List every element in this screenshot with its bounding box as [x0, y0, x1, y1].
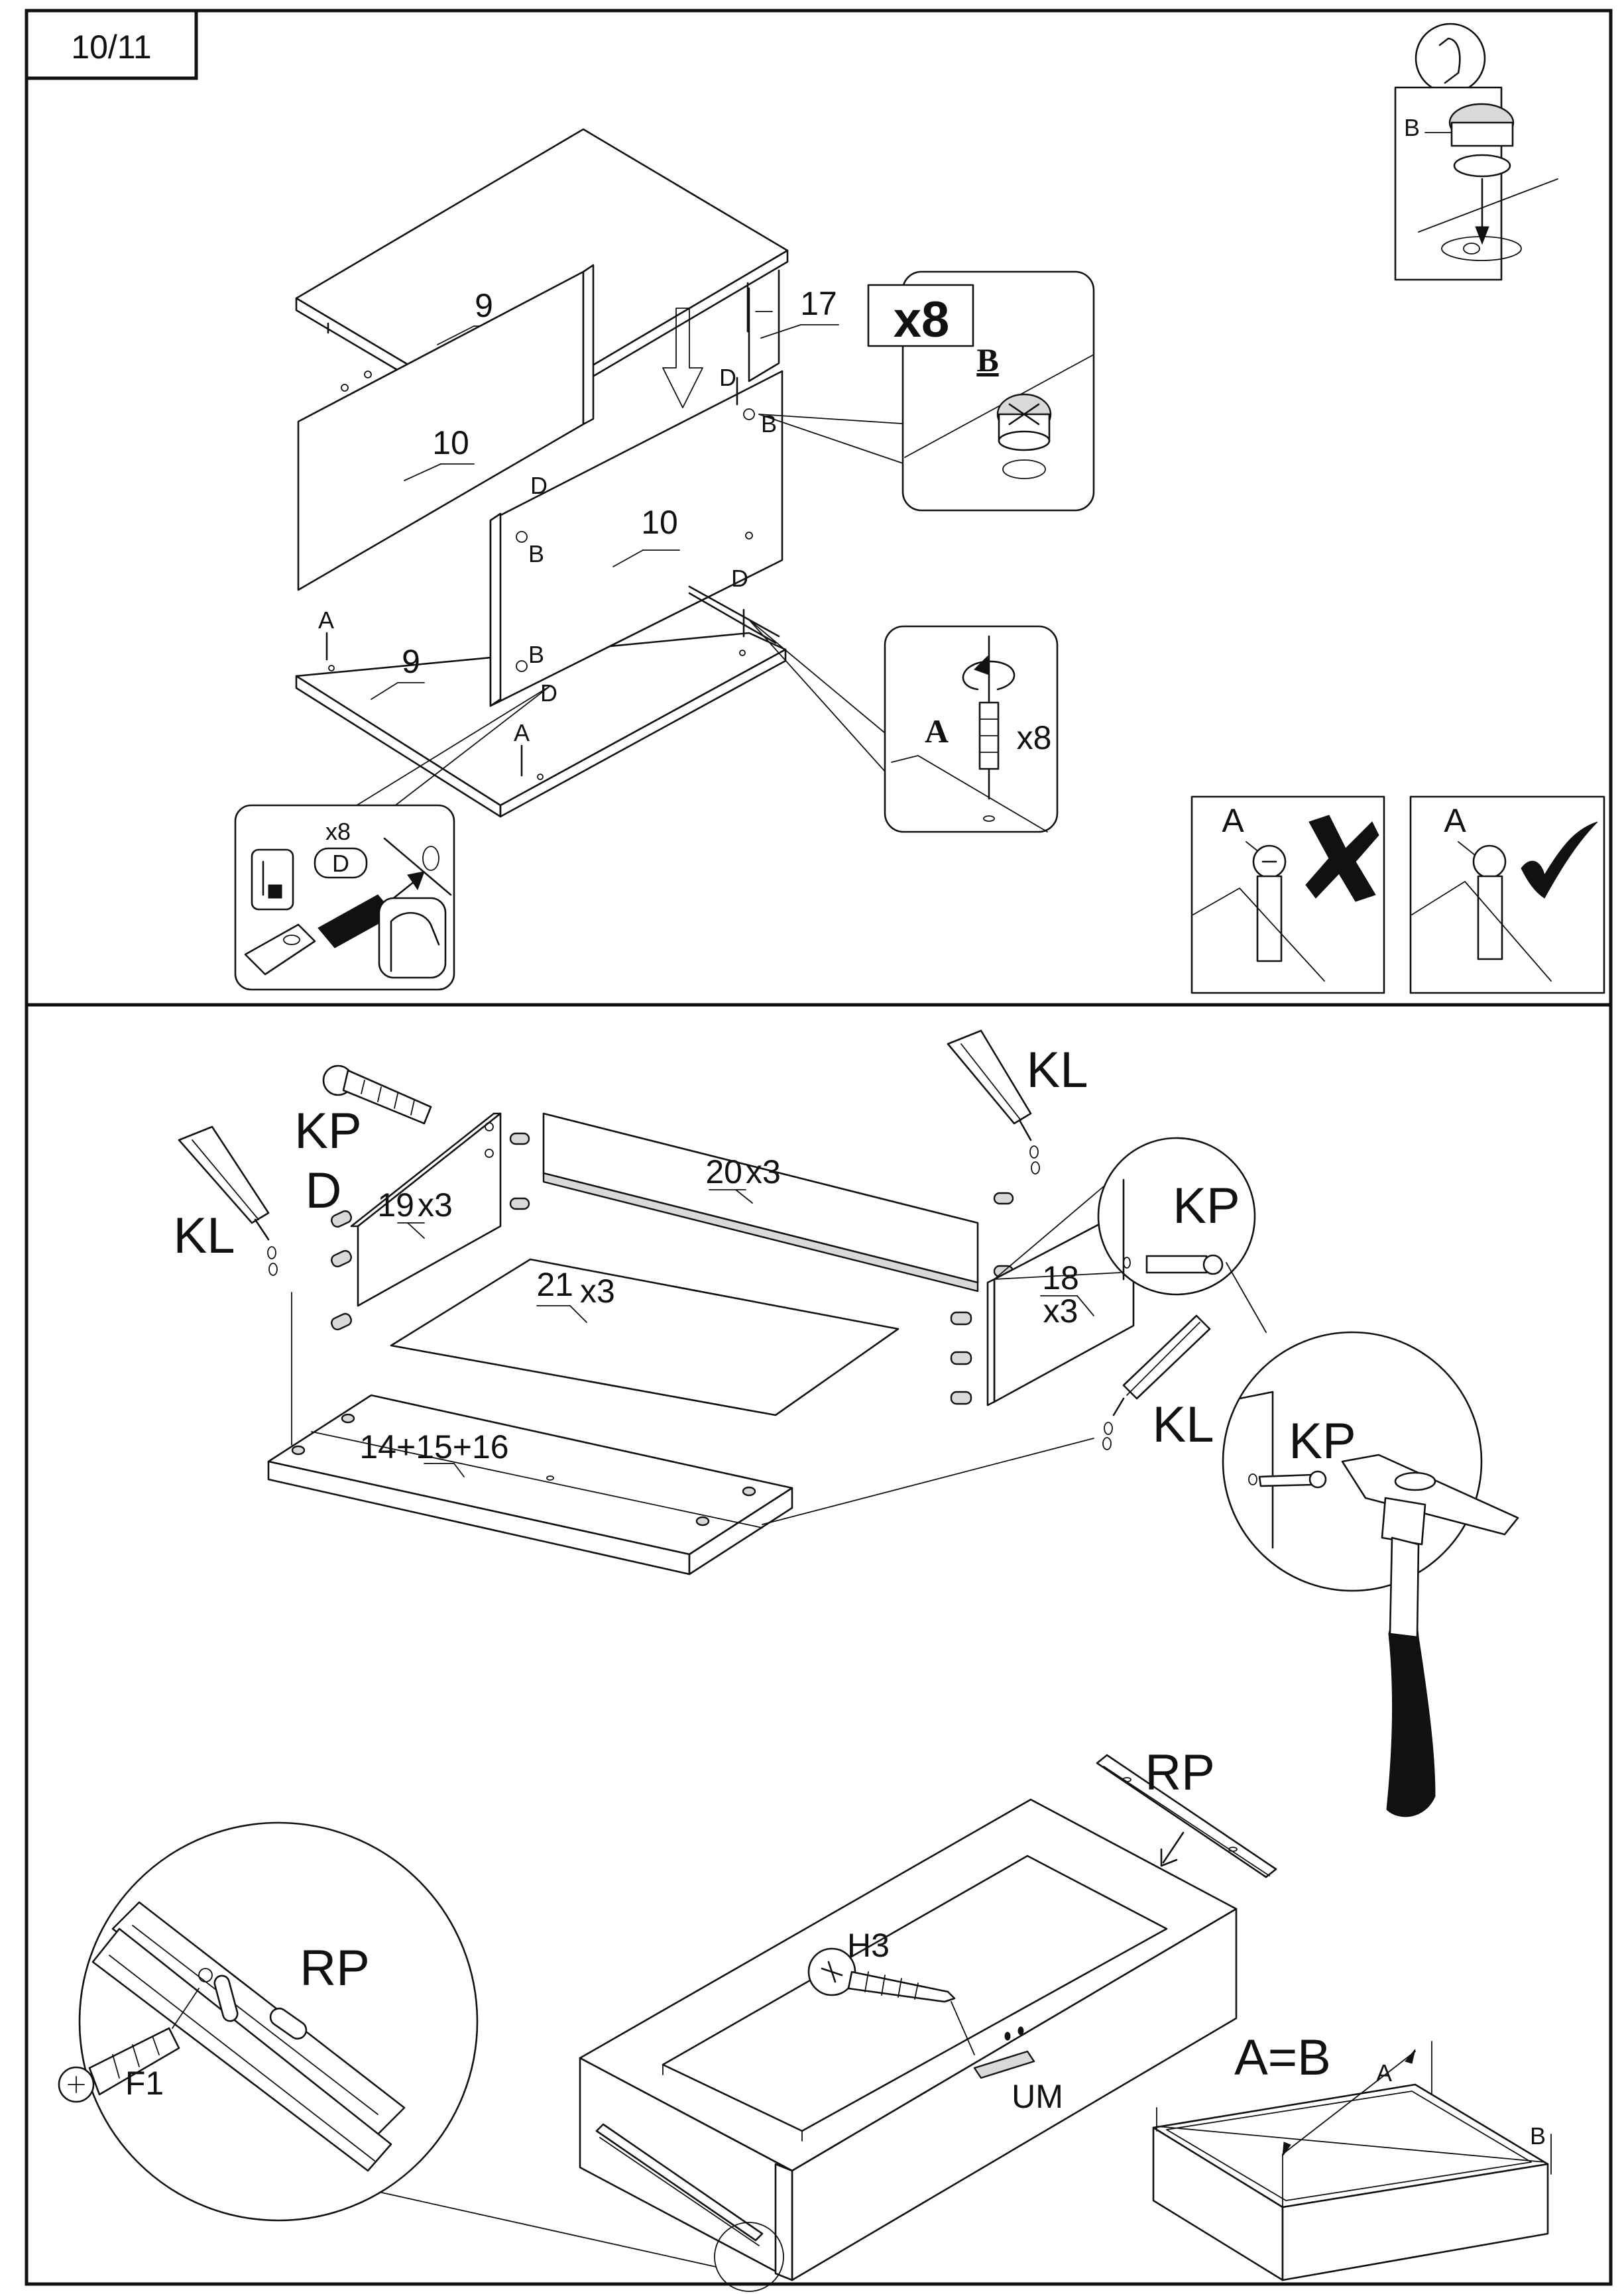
- drawer-back-number: 20: [705, 1153, 742, 1190]
- bolt-callout-part: A: [925, 713, 949, 750]
- bolt-quantity: x8: [1017, 719, 1052, 756]
- hand-tool-icon: [1415, 23, 1486, 94]
- drawer-bottom-number: 21: [536, 1266, 573, 1303]
- check-right-bolt: A: [1409, 795, 1605, 994]
- dowel-callout-part: D: [332, 850, 349, 877]
- drawer-assembly-diagram: 19 x3 20 x3 21 x3 14+15+16: [174, 1029, 1519, 1817]
- kp-screw-icon: [322, 1064, 432, 1125]
- top-panel-label: 9: [475, 287, 493, 324]
- drawer-side-right-qty: x3: [1043, 1292, 1078, 1330]
- back-panel-label: 17: [800, 285, 837, 322]
- handle-icon: [973, 2050, 1035, 2079]
- rail-label-top: RP: [1145, 1745, 1215, 1801]
- drawer-front-number: 14+15+16: [359, 1428, 508, 1465]
- glue-bottle-icon: [251, 848, 294, 911]
- screw-label: H3: [847, 1927, 890, 1964]
- drawer-side-left-number: 19: [377, 1186, 414, 1224]
- cam-callout-part: B: [976, 341, 998, 378]
- wood-screw-icon: [807, 1947, 956, 2003]
- dowel-quantity: x8: [325, 818, 351, 845]
- glue-tube-icon-3: [1102, 1314, 1211, 1450]
- cross-icon: [1305, 815, 1379, 902]
- bottom-panel-label: 9: [402, 643, 420, 680]
- dowel-label-2: D: [530, 472, 548, 499]
- callout-bolt-fitting: A x8: [748, 619, 1059, 833]
- carcass-assembly-diagram: 9 17 10 9 10: [295, 128, 839, 818]
- kp-label-3: KP: [1289, 1413, 1356, 1469]
- callout-cam-fitting: x8 B: [758, 270, 1095, 512]
- left-side-label: 10: [432, 424, 469, 461]
- diagonal-a-label: A: [1376, 2059, 1392, 2087]
- hammer-zoom-circle: KP: [1222, 1262, 1519, 1592]
- wrong-bolt-part: A: [1222, 802, 1244, 839]
- bolt-label-1: A: [318, 606, 334, 634]
- glue-tube-icon-2: [947, 1029, 1040, 1175]
- drawer-side-right-number: 18: [1042, 1259, 1079, 1296]
- hammer-icon: [1341, 1454, 1519, 1536]
- rail-icon: [1096, 1754, 1277, 1878]
- euro-screw-icon: [58, 1988, 200, 2103]
- euro-screw-label: F1: [125, 2065, 164, 2102]
- callout-dowel-fitting: x8 D: [234, 685, 551, 991]
- checkmark-icon: [1521, 821, 1598, 899]
- glue-tube-icon-1: [178, 1125, 278, 1276]
- handle-label: UM: [1012, 2078, 1063, 2115]
- cam-label-3: B: [528, 641, 544, 668]
- dowel-label-1: D: [719, 364, 736, 391]
- page-number: 10/11: [71, 29, 151, 66]
- dowel-label-drawer: D: [306, 1163, 342, 1219]
- check-wrong-bolt: A: [1190, 795, 1385, 994]
- page-frame: 10/11: [25, 9, 1613, 2286]
- dowel-label-4: D: [540, 679, 557, 707]
- dowel-label-3: D: [731, 565, 748, 592]
- drawer-back-qty: x3: [746, 1153, 781, 1190]
- tip-cam-lock: B: [1394, 23, 1558, 281]
- drawer-side-left-qty: x3: [418, 1186, 453, 1224]
- cam-label-2: B: [528, 540, 544, 567]
- kl-label-3: KL: [1153, 1397, 1214, 1453]
- kp-label-1: KP: [294, 1103, 361, 1159]
- kl-label-1: KL: [174, 1208, 235, 1264]
- diagonal-check-title: A=B: [1234, 2030, 1331, 2086]
- runner-installation-diagram: RP H3 UM: [58, 1745, 1552, 2292]
- right-bolt-part: A: [1444, 802, 1466, 839]
- rail-label-zoom: RP: [300, 1940, 370, 1996]
- right-side-label: 10: [641, 504, 678, 541]
- drawer-bottom-qty: x3: [580, 1273, 615, 1310]
- kp-zoom-circle: KP: [994, 1137, 1256, 1296]
- bolt-label-2: A: [514, 719, 530, 746]
- kp-label-2: KP: [1173, 1178, 1240, 1234]
- diagonal-b-label: B: [1530, 2122, 1546, 2150]
- cam-quantity: x8: [894, 292, 950, 348]
- tip-cam-part: B: [1404, 114, 1420, 141]
- kl-label-2: KL: [1027, 1042, 1088, 1098]
